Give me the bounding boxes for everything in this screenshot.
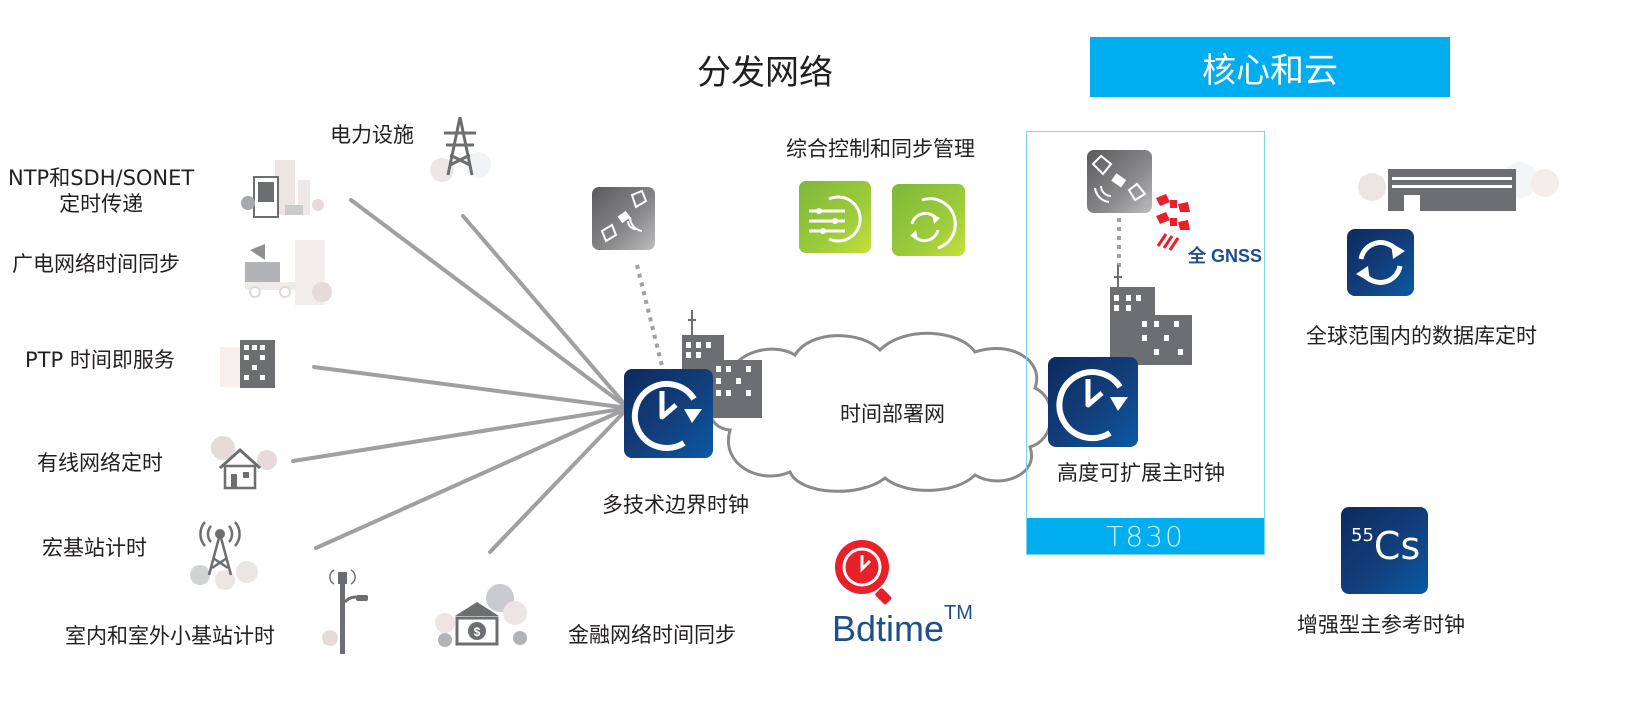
connector-line-ptp bbox=[312, 365, 630, 410]
satellite-link-dotted bbox=[635, 264, 665, 371]
t830-product-name: T830 bbox=[1106, 519, 1185, 553]
reference-clock-label: 增强型主参考时钟 bbox=[1297, 613, 1465, 637]
gnss-constellation-icon bbox=[1156, 194, 1190, 251]
bdtime-brand: BdtimeTM bbox=[832, 602, 973, 650]
city-buildings-icon bbox=[241, 160, 324, 218]
macro-cell-label: 宏基站计时 bbox=[42, 536, 147, 560]
core-and-cloud-heading: 核心和云 bbox=[1202, 50, 1338, 91]
cloud-label: 时间部署网 bbox=[840, 402, 945, 426]
management-label: 综合控制和同步管理 bbox=[786, 137, 975, 161]
connector-line-finance bbox=[488, 406, 630, 554]
small-cell-label: 室内和室外小基站计时 bbox=[65, 624, 275, 648]
broadcast-sync-label: 广电网络时间同步 bbox=[12, 252, 180, 276]
ntp-sdh-label: NTP和SDH/SONET 定时传递 bbox=[8, 165, 194, 218]
house-icon bbox=[211, 436, 277, 490]
broadcast-truck-icon bbox=[245, 240, 332, 305]
t830-product-bar: T830 bbox=[1027, 518, 1264, 554]
t830-panel: T830 bbox=[1026, 131, 1265, 555]
small-cell-pole-icon bbox=[322, 569, 368, 654]
database-sync-icon[interactable] bbox=[1347, 229, 1414, 296]
core-building-icon bbox=[1110, 265, 1192, 365]
cesium-element: Cs bbox=[1373, 524, 1421, 568]
master-clock-label: 高度可扩展主时钟 bbox=[1057, 461, 1225, 485]
t830-satellite-icon bbox=[1087, 150, 1152, 213]
power-tower-icon bbox=[430, 116, 491, 182]
database-timing-label: 全球范围内的数据库定时 bbox=[1306, 324, 1537, 348]
svg-text:$: $ bbox=[474, 625, 481, 639]
data-center-icon bbox=[1358, 162, 1559, 211]
bdtime-brand-name: Bdtime bbox=[832, 608, 945, 649]
control-gear-icon[interactable] bbox=[799, 181, 871, 253]
cloud-shape bbox=[707, 331, 1053, 493]
connector-line-cable bbox=[291, 406, 630, 463]
distribution-network-heading: 分发网络 bbox=[697, 53, 833, 93]
cesium-clock-icon[interactable]: 55Cs bbox=[1341, 507, 1428, 594]
gnss-label: 全 GNSS bbox=[1188, 246, 1263, 266]
trademark-symbol: TM bbox=[944, 602, 973, 624]
connector-line-macro bbox=[314, 406, 630, 550]
power-utility-label: 电力设施 bbox=[330, 123, 414, 147]
bdtime-logo-icon bbox=[835, 540, 892, 605]
master-clock-icon[interactable] bbox=[1048, 357, 1138, 447]
ntp-sdh-label-line2: 定时传递 bbox=[59, 192, 144, 217]
boundary-clock-label: 多技术边界时钟 bbox=[602, 493, 749, 517]
bank-icon: $ bbox=[435, 584, 527, 647]
ptp-service-label: PTP 时间即服务 bbox=[25, 348, 175, 372]
cesium-symbol: 55Cs bbox=[1351, 524, 1421, 568]
core-and-cloud-banner: 核心和云 bbox=[1090, 37, 1450, 97]
satellite-icon bbox=[592, 187, 655, 250]
connector-line-ntp bbox=[349, 198, 630, 410]
connector-line-power bbox=[461, 214, 630, 410]
finance-sync-label: 金融网络时间同步 bbox=[568, 623, 736, 647]
ntp-sdh-label-line1: NTP和SDH/SONET bbox=[8, 166, 195, 190]
office-building-icon bbox=[220, 340, 275, 388]
boundary-clock-icon[interactable] bbox=[624, 369, 713, 458]
cell-tower-icon bbox=[190, 521, 258, 590]
cesium-mass-number: 55 bbox=[1351, 525, 1374, 546]
sync-gear-icon[interactable] bbox=[892, 184, 965, 256]
cable-timing-label: 有线网络定时 bbox=[37, 451, 163, 475]
